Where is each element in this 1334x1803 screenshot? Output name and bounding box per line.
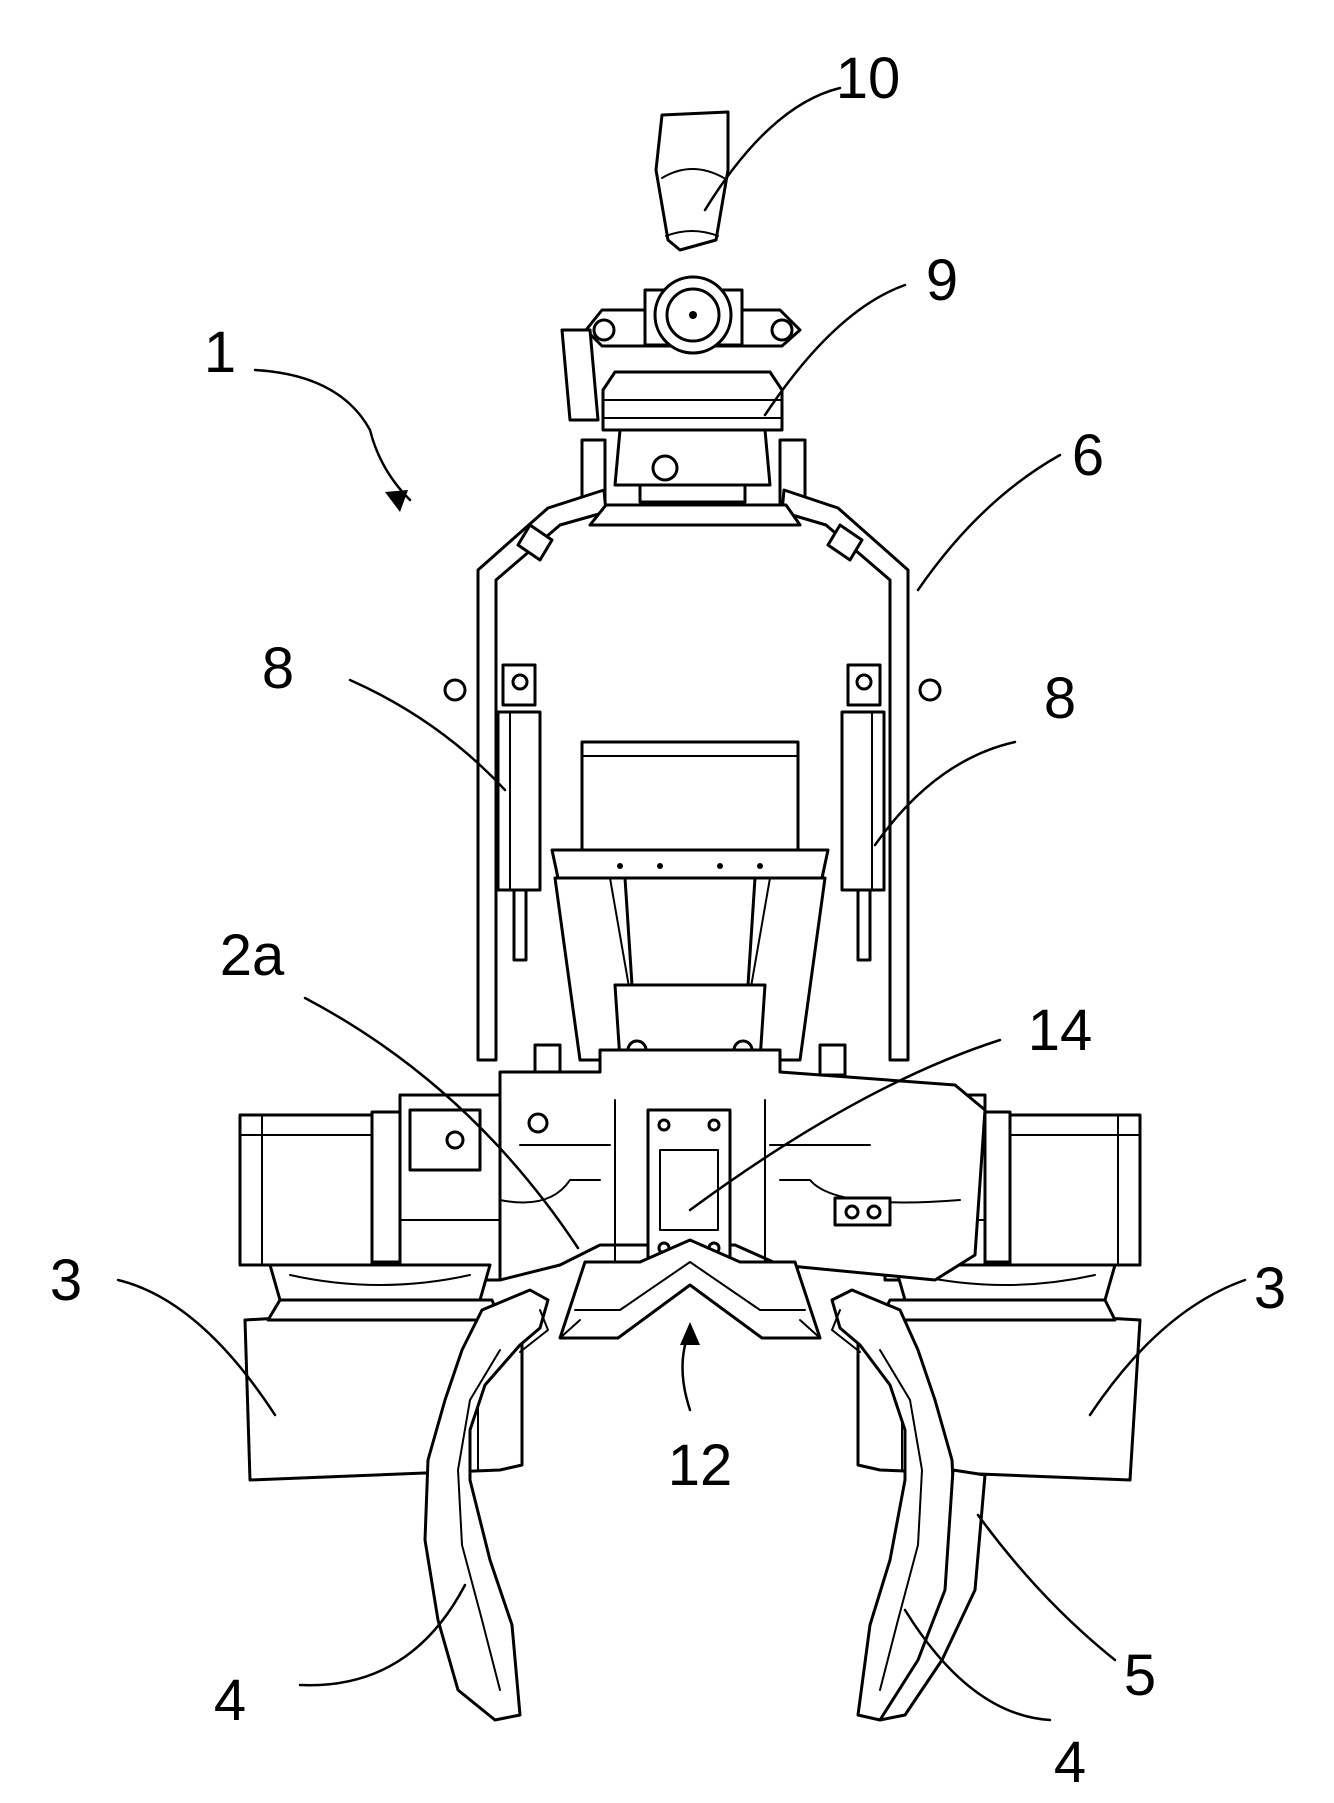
label-6: 6 [1072, 423, 1104, 488]
label-1: 1 [204, 320, 236, 385]
label-5: 5 [1124, 1643, 1156, 1708]
leader-5 [978, 1515, 1115, 1660]
label-2a: 2a [220, 923, 285, 988]
arrow-12 [680, 1322, 700, 1345]
label-4-right: 4 [1054, 1730, 1086, 1795]
arrow-1 [385, 490, 408, 512]
leader-9 [765, 285, 905, 415]
label-8-left: 8 [262, 636, 294, 701]
central-housing [535, 742, 845, 1075]
leader-1 [255, 370, 410, 500]
label-3-left: 3 [50, 1248, 82, 1313]
label-9: 9 [926, 248, 958, 313]
label-10: 10 [836, 46, 901, 111]
hydraulic-cylinder-right [842, 665, 884, 960]
top-coupling-link [656, 112, 728, 250]
left-side-housing [240, 1095, 500, 1300]
label-12: 12 [668, 1433, 733, 1498]
hydraulic-cylinder-left [498, 665, 540, 960]
leader-6 [918, 455, 1060, 590]
label-8-right: 8 [1044, 666, 1076, 731]
label-4-left: 4 [214, 1668, 246, 1733]
label-14: 14 [1028, 998, 1093, 1063]
label-3-right: 3 [1254, 1256, 1286, 1321]
